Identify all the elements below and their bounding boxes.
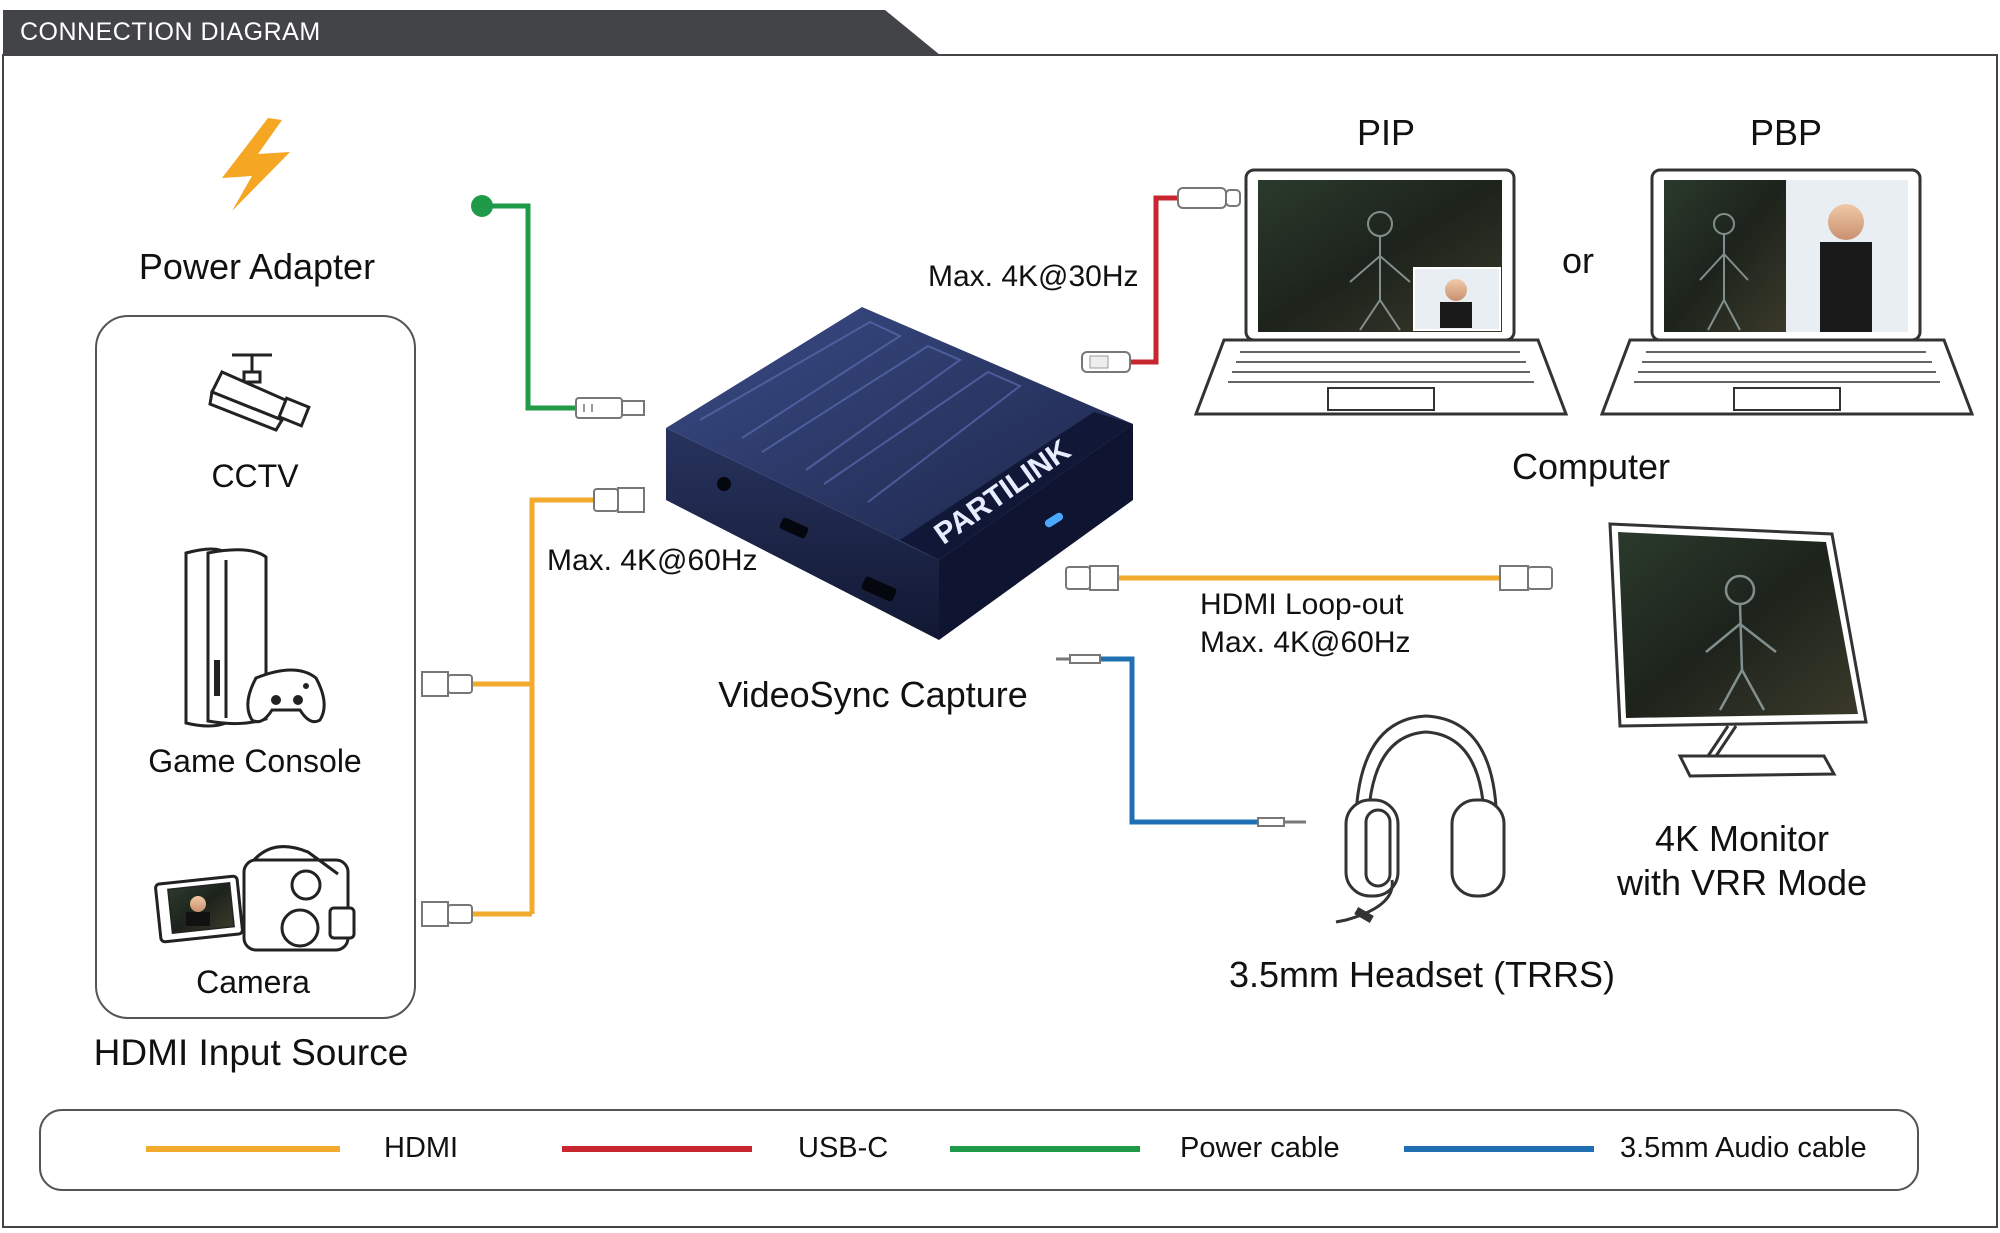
hdmi-connector-monitor [1499, 565, 1553, 591]
cctv-label: CCTV [211, 458, 299, 494]
power-adapter-label: Power Adapter [138, 246, 376, 287]
loop-out-spec: Max. 4K@60Hz [1200, 626, 1411, 659]
or-text: or [1561, 240, 1595, 281]
audio-cable [1100, 656, 1258, 825]
hdmi-connector-loop-device [1065, 565, 1119, 591]
laptop-pip [1193, 168, 1569, 416]
hdmi-connector-camera [421, 901, 473, 927]
usbc-cable [1130, 195, 1178, 365]
audio-jack-headset [1257, 817, 1306, 827]
usbc-spec: Max. 4K@30Hz [928, 260, 1139, 293]
lightning-bolt-icon [222, 118, 290, 211]
hdmi-input-spec: Max. 4K@60Hz [547, 544, 758, 577]
hdmi-input-cables [472, 497, 594, 917]
headset-icon [1335, 714, 1506, 924]
device-label: VideoSync Capture [718, 674, 1028, 715]
computer-label: Computer [1511, 446, 1671, 487]
game-console-label: Game Console [148, 743, 362, 779]
legend-label-power: Power cable [1180, 1132, 1340, 1164]
laptop-pbp [1599, 168, 1975, 416]
power-cable [471, 195, 576, 411]
audio-jack-device [1056, 654, 1101, 664]
pbp-label: PBP [1749, 112, 1823, 153]
header-tab [3, 10, 940, 55]
monitor-label-line2: with VRR Mode [1616, 862, 1868, 903]
usb-a-connector-power [575, 397, 645, 419]
camcorder-icon [154, 845, 356, 952]
camera-label: Camera [196, 964, 310, 1000]
usbc-connector-device [1081, 351, 1131, 373]
headset-label: 3.5mm Headset (TRRS) [1228, 954, 1616, 995]
legend-label-usbc: USB-C [798, 1132, 889, 1164]
pip-label: PIP [1356, 112, 1416, 153]
hdmi-connector-console [421, 671, 473, 697]
cctv-camera-icon [208, 353, 311, 432]
legend-label-hdmi: HDMI [384, 1132, 459, 1164]
loop-out-label: HDMI Loop-out [1200, 588, 1404, 621]
game-console-icon [184, 547, 326, 728]
monitor-label-line1: 4K Monitor [1654, 818, 1830, 859]
diagram-frame [2, 54, 1998, 1228]
hdmi-input-source-label: HDMI Input Source [93, 1032, 409, 1073]
legend-label-audio: 3.5mm Audio cable [1620, 1132, 1867, 1164]
monitor-4k [1608, 522, 1868, 778]
usbc-connector-computer [1177, 187, 1241, 209]
header-title: CONNECTION DIAGRAM [20, 18, 321, 46]
capture-device [666, 307, 1133, 640]
hdmi-connector-device-input [593, 487, 645, 513]
